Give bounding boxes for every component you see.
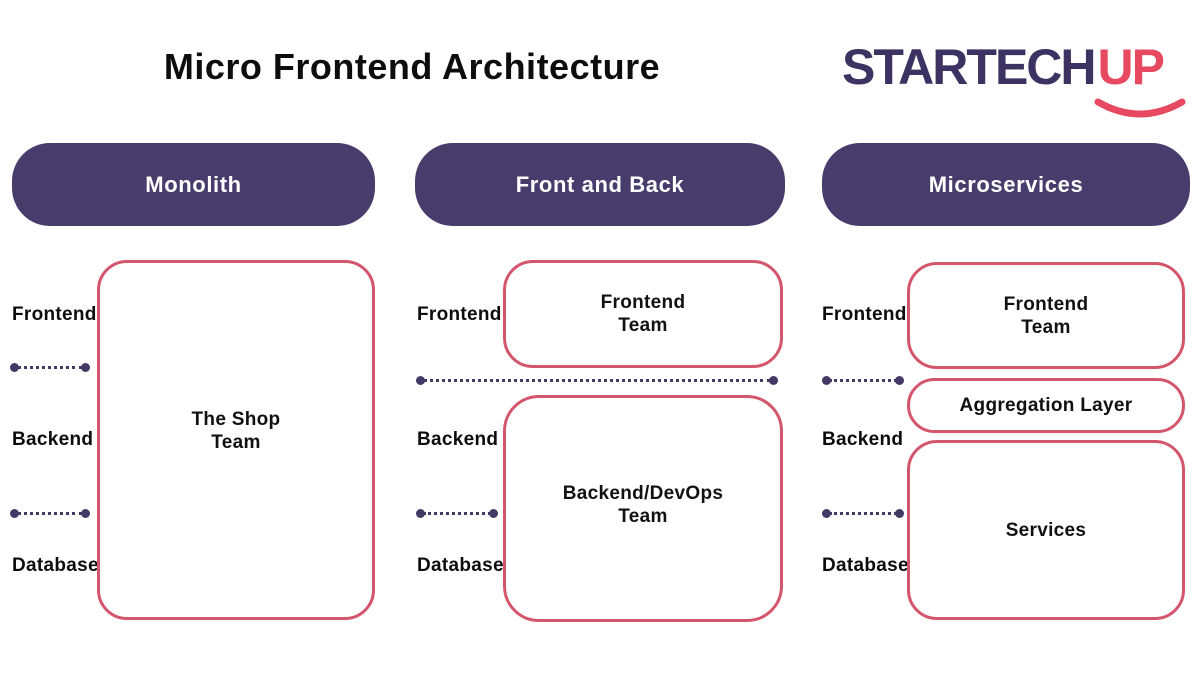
column-header-microservices: Microservices [822,143,1190,226]
connector-dashed-line [17,512,83,515]
team-box-label-line: Team [211,432,261,453]
team-box-frontend-team: Frontend Team [503,260,783,368]
connector-dashed-line [423,512,491,515]
connector-dashed-line [829,512,897,515]
connector-dot [769,376,778,385]
connector-dashed-line [17,366,83,369]
connector-dot [822,509,831,518]
connector-dot [895,509,904,518]
team-box-label-line: Team [1021,316,1071,338]
dotted-connector [10,509,90,518]
connector-dot [416,376,425,385]
row-label-frontend: Frontend [417,304,502,325]
row-label-frontend: Frontend [12,304,97,325]
team-box-services: Services [907,440,1185,620]
row-label-backend: Backend [12,429,94,450]
connector-dashed-line [829,379,897,382]
row-label-database: Database [417,555,504,576]
connector-dashed-line [423,379,771,382]
dotted-connector [416,376,778,385]
connector-dot [81,509,90,518]
team-box-label-line: Frontend [600,292,686,313]
team-box-frontend-team: Frontend Team [907,262,1185,369]
team-box-label-line: Aggregation Layer [959,395,1133,416]
dotted-connector [822,376,904,385]
team-box-label-line: Backend/DevOps [562,482,724,504]
column-header-monolith: Monolith [12,143,375,226]
team-box-label-line: Frontend [1003,293,1089,315]
team-box-the-shop-team: The Shop Team [97,260,375,620]
column-header-front-and-back: Front and Back [415,143,785,226]
row-label-database: Database [12,555,99,576]
row-label-frontend: Frontend [822,304,907,325]
team-box-label-line: Team [618,315,668,336]
startechup-logo: STARTECH UP [842,39,1186,118]
connector-dot [81,363,90,372]
connector-dot [822,376,831,385]
dotted-connector [416,509,498,518]
row-label-backend: Backend [822,429,904,450]
connector-dot [416,509,425,518]
connector-dot [10,509,19,518]
row-label-database: Database [822,555,909,576]
team-box-label-line: Services [1005,519,1087,541]
connector-dot [489,509,498,518]
smile-underline-icon [1094,98,1186,118]
dotted-connector [822,509,904,518]
connector-dot [10,363,19,372]
connector-dot [895,376,904,385]
logo-text-accent: UP [1094,39,1186,118]
team-box-label-line: Team [618,505,668,527]
dotted-connector [10,363,90,372]
team-box-backend-devops-team: Backend/DevOps Team [503,395,783,622]
page-title: Micro Frontend Architecture [163,46,661,87]
row-label-backend: Backend [417,429,499,450]
logo-accent-label: UP [1097,39,1165,95]
team-box-aggregation-layer: Aggregation Layer [907,378,1185,433]
logo-text-primary: STARTECH [842,39,1097,95]
team-box-label-line: The Shop [191,409,281,430]
